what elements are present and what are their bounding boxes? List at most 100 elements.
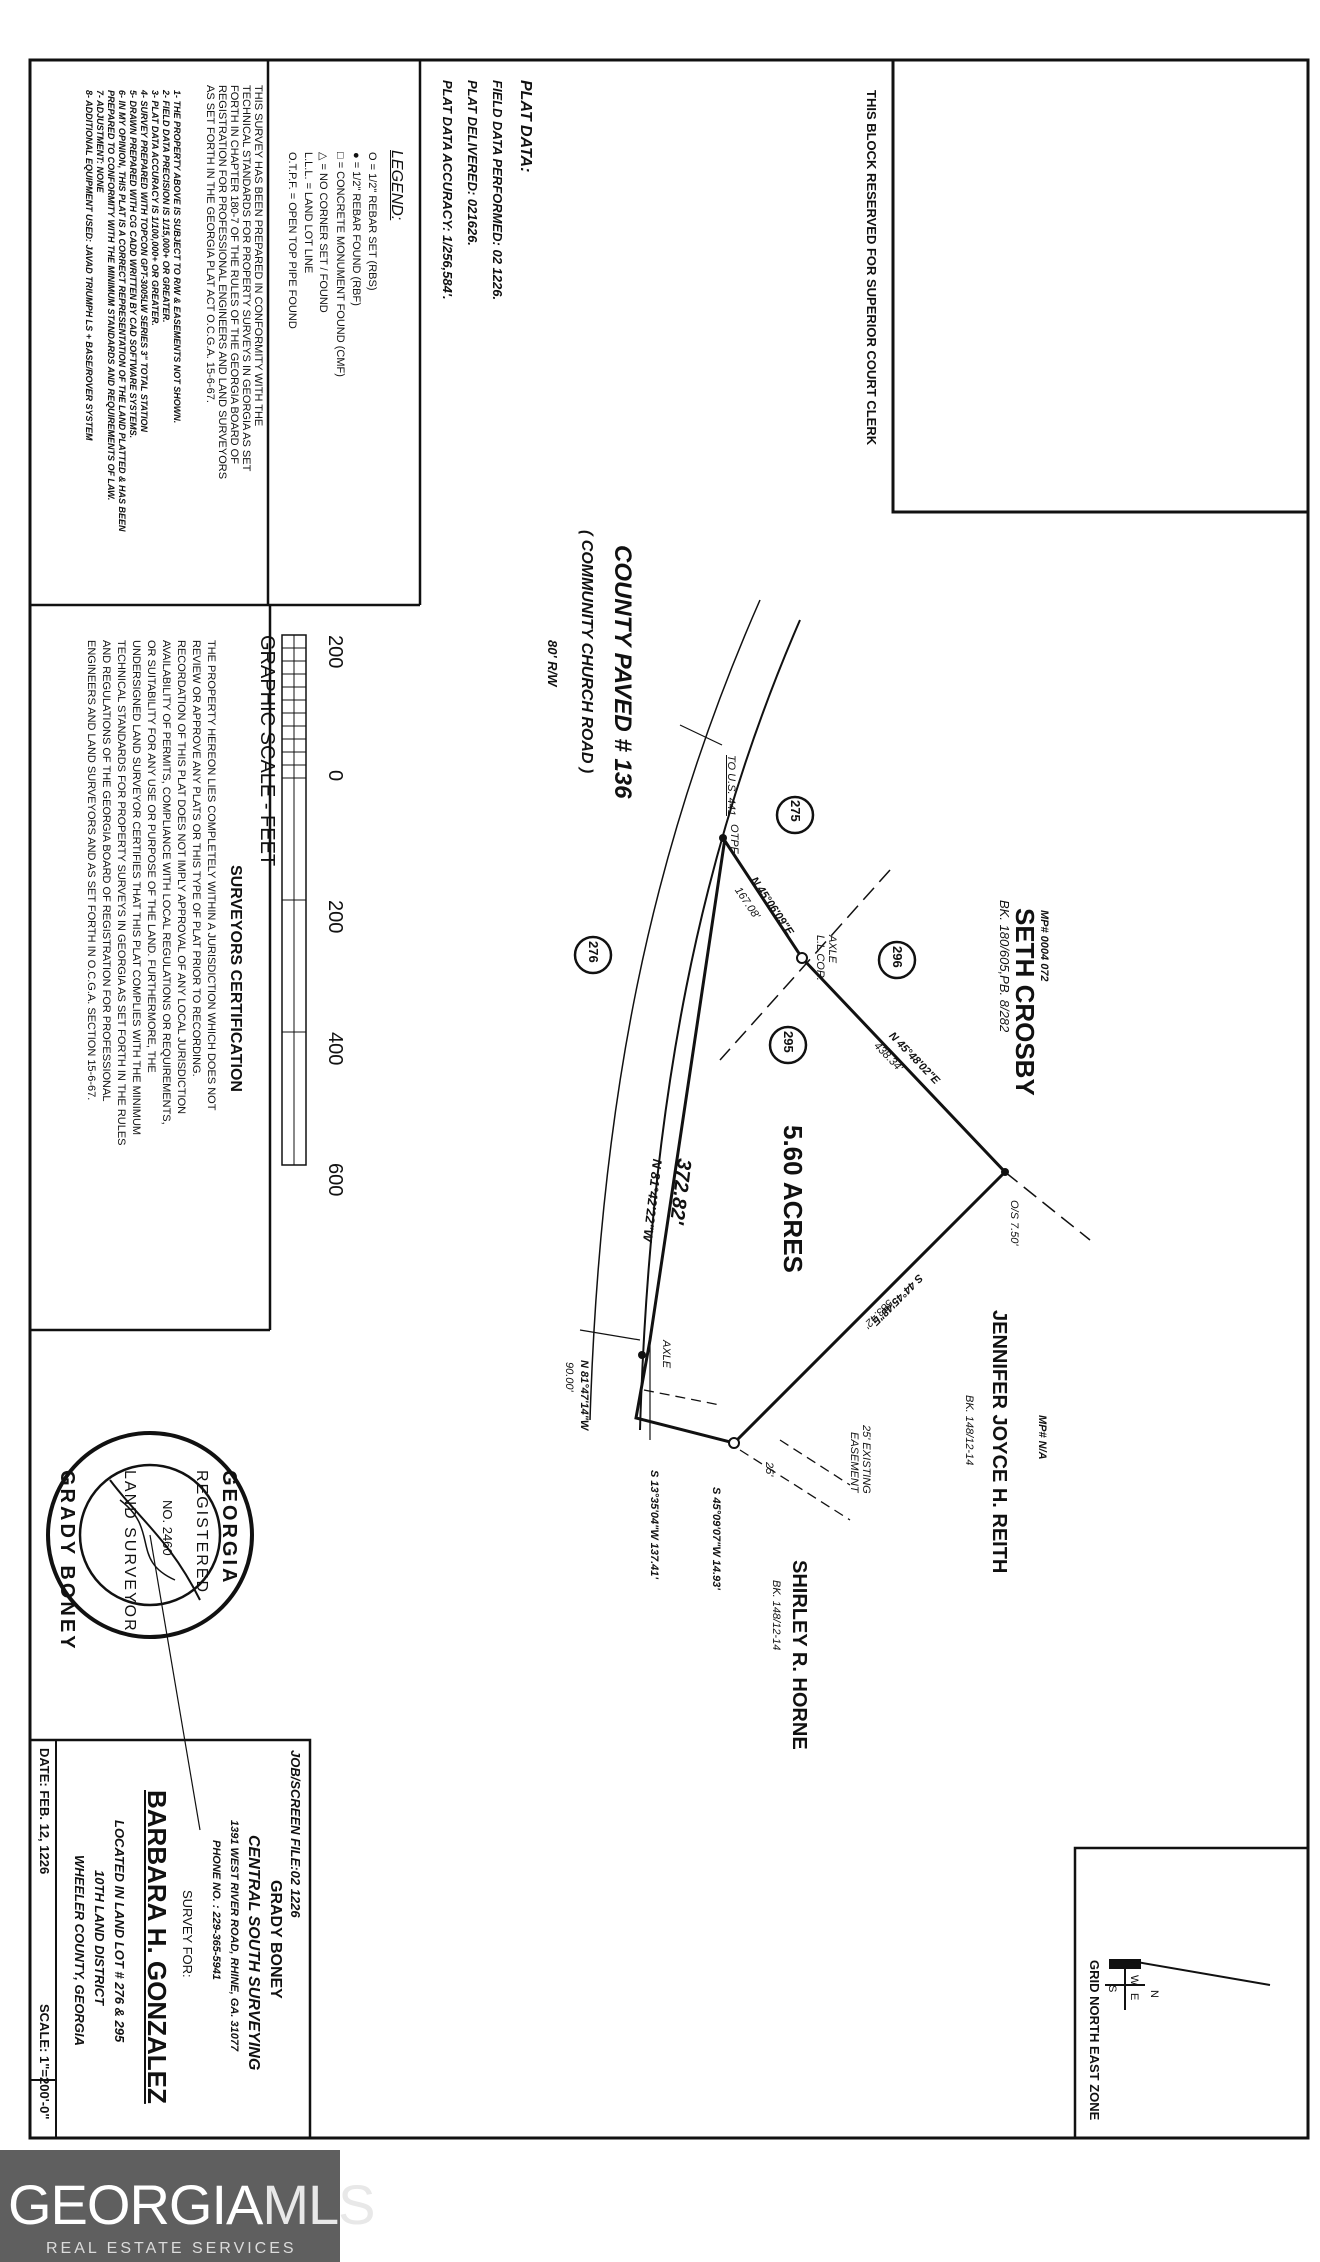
offset-line bbox=[1004, 1171, 1091, 1241]
clerk-block-label: THIS BLOCK RESERVED FOR SUPERIOR COURT C… bbox=[864, 90, 879, 446]
seal-land: LAND SURVEYOR bbox=[121, 1470, 138, 1633]
clerk-block bbox=[891, 58, 1310, 514]
legend-item: O = 1/2" REBAR SET (RBS) bbox=[366, 152, 378, 291]
company-name: CENTRAL SOUTH SURVEYING bbox=[245, 1835, 262, 2071]
easement-label-2: EASEMENT bbox=[848, 1432, 860, 1493]
crosby-book: BK. 180/605,PB. 8/282 bbox=[997, 900, 1012, 1033]
notes-list: 1- THE PROPERTY ABOVE IS SUBJECT TO R/W … bbox=[84, 90, 182, 532]
plat-data-field: FIELD DATA PERFORMED: 02 1226. bbox=[490, 80, 505, 301]
llcor-label: L.L.COR. bbox=[814, 935, 826, 981]
title-block bbox=[28, 1738, 312, 2140]
call-4: S 45°09'07"W 14.93' bbox=[710, 1487, 722, 1590]
scale-tick: 0 bbox=[324, 770, 346, 782]
surveyor-seal bbox=[46, 1431, 254, 1831]
reith-book: BK. 148/12-14 bbox=[963, 1395, 975, 1466]
location-district: 10TH LAND DISTRICT bbox=[92, 1870, 107, 2006]
corner-os bbox=[1001, 1168, 1009, 1176]
axle-label: AXLE bbox=[826, 935, 838, 964]
land-lot-275-circle bbox=[775, 795, 815, 835]
scale-tick: 200 bbox=[324, 900, 346, 934]
easement-line-2 bbox=[739, 1449, 851, 1521]
road-to-label: TO U.S. 441 bbox=[725, 755, 737, 816]
legend-item: △ = NO CORNER SET / FOUND bbox=[317, 152, 329, 313]
road-rw: 80' R/W bbox=[545, 640, 560, 687]
seal-number: NO. 2460 bbox=[160, 1500, 175, 1556]
survey-for-label: SURVEY FOR: bbox=[180, 1890, 195, 1978]
scale-tick: 600 bbox=[324, 1163, 346, 1197]
company-address: 1391 WEST RIVER ROAD, RHINE, GA. 31077 bbox=[228, 1820, 240, 2052]
job-file: JOB/SCREEN FILE:02 1226 bbox=[288, 1750, 303, 1918]
corner-axle-2 bbox=[638, 1351, 646, 1359]
easement-line-1 bbox=[643, 1389, 721, 1406]
scale-tick: 400 bbox=[324, 1032, 346, 1066]
land-lot-276-circle bbox=[573, 935, 613, 975]
north-arrow-symbol bbox=[1105, 1959, 1271, 2010]
land-lot-275: 275 bbox=[788, 800, 803, 822]
easement-label-1: 25' EXISTING bbox=[860, 1425, 872, 1494]
company-phone: PHONE NO. : 229-365-5941 bbox=[210, 1840, 222, 1981]
reith-name: JENNIFER JOYCE H. REITH bbox=[988, 1310, 1010, 1574]
crosby-name: SETH CROSBY bbox=[1010, 908, 1040, 1096]
surveyor-name: GRADY BONEY bbox=[267, 1880, 284, 1999]
road-name: COUNTY PAVED # 136 bbox=[609, 545, 636, 799]
rw-arrow bbox=[679, 724, 723, 746]
client-name: BARBARA H. GONZALEZ bbox=[142, 1790, 172, 2104]
plat-data-heading: PLAT DATA: bbox=[517, 80, 534, 173]
graphic-scale-bar bbox=[281, 634, 307, 1166]
legend-statement: THIS SURVEY HAS BEEN PREPARED IN CONFORM… bbox=[204, 85, 264, 480]
road-edge-outer bbox=[639, 619, 801, 1431]
horne-book: BK. 148/12-14 bbox=[770, 1580, 782, 1651]
reith-mpn: MP# N/A bbox=[1036, 1415, 1048, 1460]
land-lot-296-circle bbox=[877, 940, 917, 980]
easement-dimension: 25' bbox=[763, 1462, 775, 1477]
outer-border bbox=[28, 58, 1310, 2140]
north-s: S bbox=[1106, 1985, 1118, 1993]
acreage-label: 5.60 ACRES bbox=[778, 1125, 808, 1273]
call-6-distance: 90.00' bbox=[563, 1362, 575, 1392]
axle-2-label: AXLE bbox=[660, 1340, 672, 1369]
seal-registered: REGISTERED bbox=[193, 1470, 210, 1595]
easement-line-3 bbox=[779, 1439, 851, 1486]
plat-data-delivered: PLAT DELIVERED: 021626. bbox=[465, 80, 480, 246]
north-block bbox=[1073, 1846, 1310, 2140]
location-county: WHEELER COUNTY, GEORGIA bbox=[72, 1855, 87, 2046]
land-lot-276: 276 bbox=[586, 941, 601, 963]
road-edge-inner bbox=[589, 599, 761, 1421]
call-6-bearing: N 81°47'14"W bbox=[578, 1360, 590, 1431]
cert-text: THE PROPERTY HEREON LIES COMPLETELY WITH… bbox=[85, 640, 217, 1146]
north-w: W bbox=[1128, 1975, 1140, 1986]
georgia-mls-logo: GEORGIAMLS REAL ESTATE SERVICES bbox=[0, 2150, 376, 2262]
corner-rbs bbox=[728, 1437, 740, 1449]
road-alt-name: ( COMMUNITY CHURCH ROAD ) bbox=[578, 530, 595, 774]
plat-scale: SCALE: 1"=200'-0" bbox=[37, 2004, 52, 2120]
legend-item: ● = 1/2" REBAR FOUND (RBF) bbox=[350, 152, 362, 306]
land-lot-295-circle bbox=[768, 1025, 808, 1065]
corner-axle bbox=[796, 952, 808, 964]
land-lot-line bbox=[719, 869, 891, 1061]
north-label: GRID NORTH EAST ZONE bbox=[1087, 1960, 1102, 2121]
scale-tick: 200 bbox=[324, 635, 346, 669]
property-boundary bbox=[634, 837, 1008, 1445]
legend-item: L.L.L. = LAND LOT LINE bbox=[302, 152, 314, 274]
land-lot-295: 295 bbox=[781, 1031, 796, 1053]
location-lots: LOCATED IN LAND LOT # 276 & 295 bbox=[112, 1820, 127, 2043]
legend-item: □ = CONCRETE MONUMENT FOUND (CMF) bbox=[334, 152, 346, 377]
otpf-label: OTPF bbox=[728, 824, 740, 854]
logo-tagline: REAL ESTATE SERVICES bbox=[46, 2240, 297, 2257]
cert-heading: SURVEYORS CERTIFICATION bbox=[227, 865, 244, 1092]
horne-name: SHIRLEY R. HORNE bbox=[788, 1560, 810, 1750]
call-5: S 13°35'04"W 137.41' bbox=[648, 1470, 660, 1580]
seal-top: GEORGIA bbox=[218, 1470, 240, 1586]
seal-name: GRADY BONEY bbox=[56, 1470, 78, 1652]
corner-otpf bbox=[719, 834, 727, 842]
scale-title: GRAPHIC SCALE - FEET bbox=[256, 635, 278, 867]
plat-data-accuracy: PLAT DATA ACCURACY: 1/256,584'. bbox=[440, 80, 455, 300]
north-n: N bbox=[1148, 1990, 1160, 1998]
logo-wordmark: GEORGIAMLS bbox=[8, 2173, 376, 2236]
road-tick bbox=[579, 1329, 641, 1341]
offset-label: O/S 7.50' bbox=[1008, 1200, 1020, 1246]
land-lot-296: 296 bbox=[890, 946, 905, 968]
plat-date: DATE: FEB. 12, 1226 bbox=[37, 1748, 52, 1875]
